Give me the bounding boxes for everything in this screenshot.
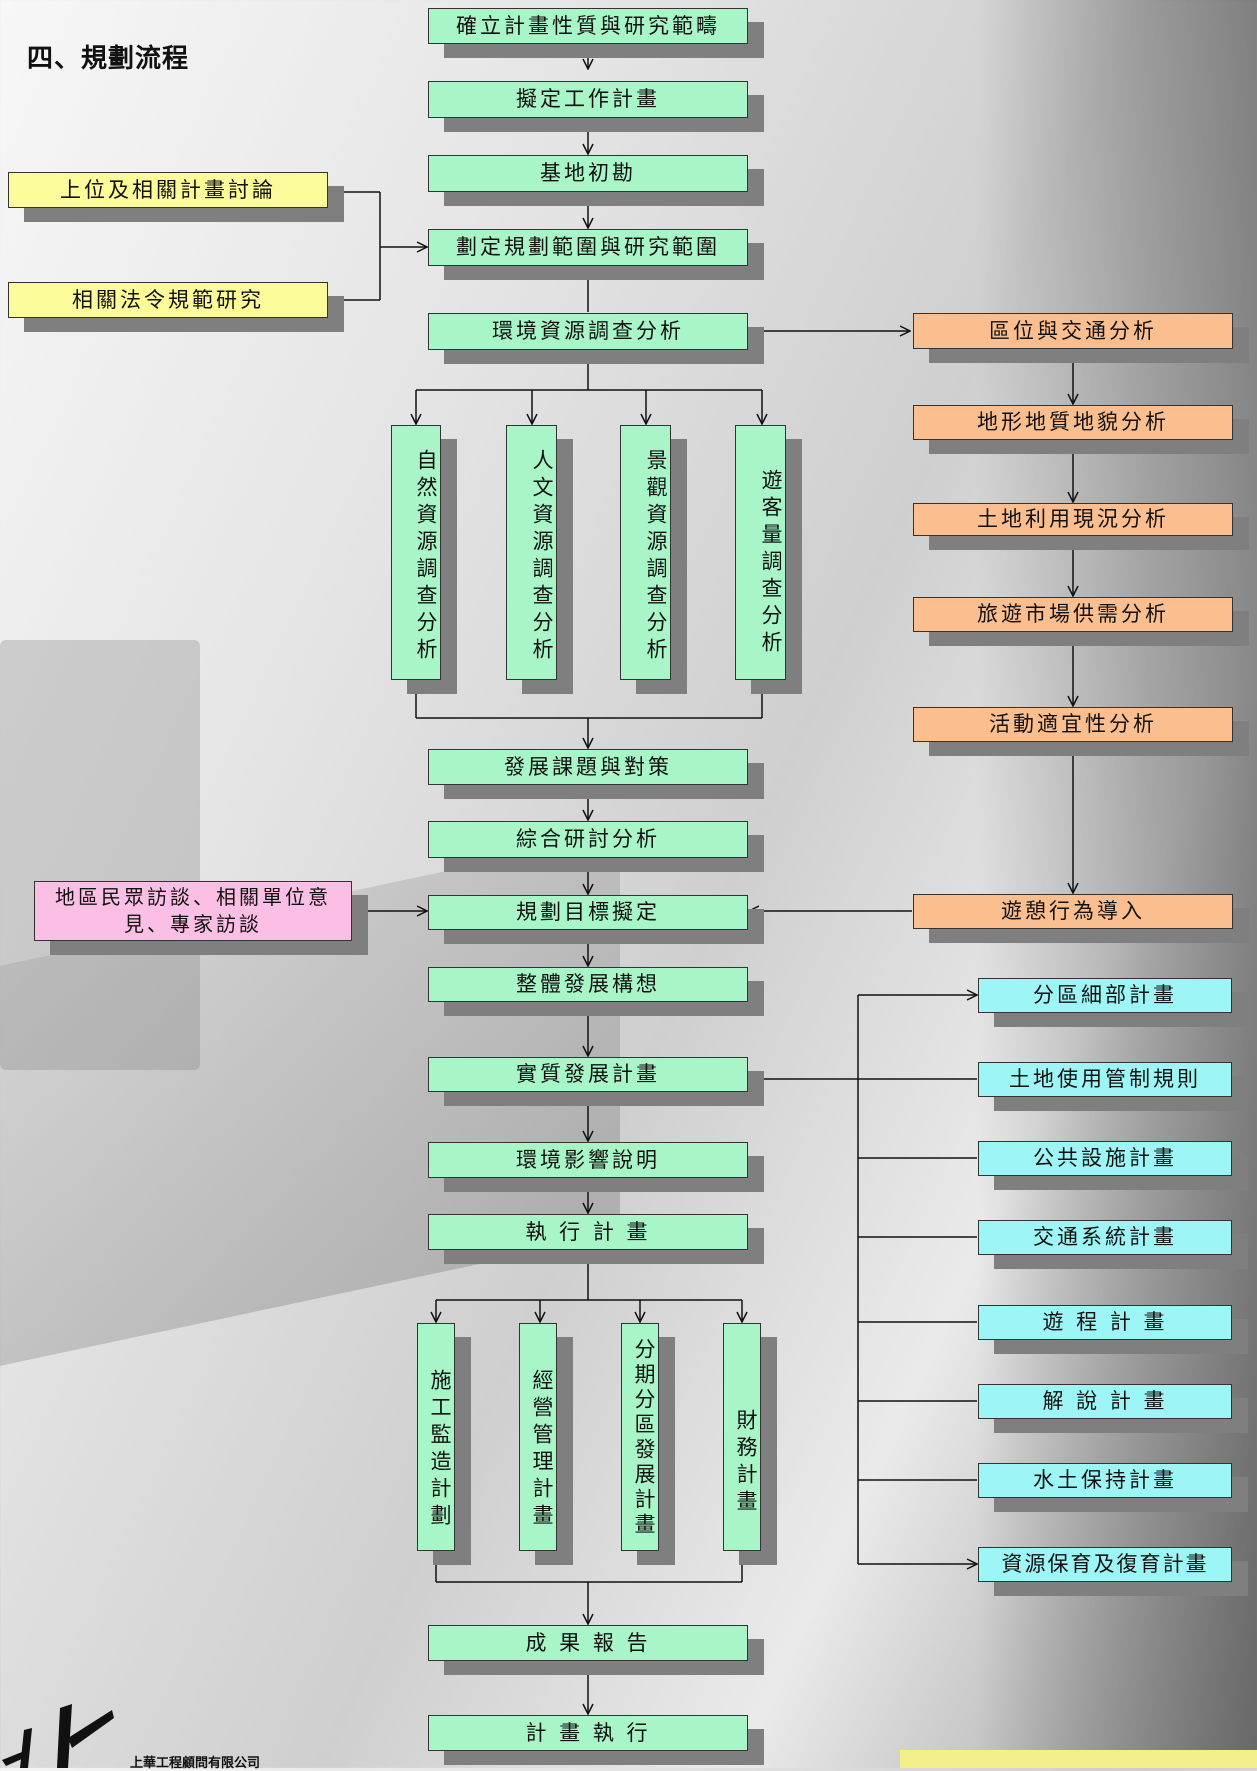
survey-natural-resources: 自然資源調查分析 — [391, 425, 441, 680]
step-implementation-plan: 執 行 計 畫 — [428, 1214, 748, 1250]
analysis-tourism-market: 旅遊市場供需分析 — [913, 597, 1233, 632]
step-final-report: 成 果 報 告 — [428, 1625, 748, 1661]
plan-land-use-control: 土地使用管制規則 — [978, 1062, 1232, 1097]
step-comprehensive-analysis: 綜合研討分析 — [428, 821, 748, 858]
company-name: 上華工程顧問有限公司 — [130, 1756, 261, 1771]
exec-construction-supervision: 施工監造計劃 — [417, 1323, 455, 1551]
step-plan-execution: 計 畫 執 行 — [428, 1715, 748, 1751]
plan-interpretation: 解 說 計 畫 — [978, 1384, 1232, 1419]
plan-public-facilities: 公共設施計畫 — [978, 1141, 1232, 1176]
survey-visitor-volume: 遊客量調查分析 — [735, 425, 786, 680]
step-issues-strategies: 發展課題與對策 — [428, 749, 748, 785]
step-work-plan: 擬定工作計畫 — [428, 81, 748, 118]
analysis-recreation-behavior: 遊憩行為導入 — [913, 894, 1233, 929]
step-environmental-impact: 環境影響說明 — [428, 1142, 748, 1178]
step-overall-concept: 整體發展構想 — [428, 967, 748, 1002]
step-define-scope: 劃定規劃範圍與研究範圍 — [428, 229, 748, 266]
page-title: 四、規劃流程 — [27, 44, 190, 74]
analysis-terrain-geology: 地形地質地貌分析 — [913, 405, 1233, 440]
analysis-activity-suitability: 活動適宜性分析 — [913, 707, 1233, 742]
exec-phased-development: 分期分區發展計畫 — [621, 1323, 659, 1551]
exec-financial-plan: 財務計畫 — [723, 1323, 761, 1551]
exec-operation-management: 經營管理計畫 — [519, 1323, 557, 1551]
company-logo — [2, 1704, 114, 1768]
plan-zone-detail: 分區細部計畫 — [978, 978, 1232, 1013]
analysis-land-use: 土地利用現況分析 — [913, 503, 1233, 536]
step-environment-analysis: 環境資源調查分析 — [428, 313, 748, 350]
step-site-survey: 基地初勘 — [428, 155, 748, 192]
background-photo-train — [0, 640, 200, 1070]
survey-landscape-resources: 景觀資源調查分析 — [620, 425, 671, 680]
footer-strip — [900, 1750, 1257, 1768]
input-upper-plans: 上位及相關計畫討論 — [8, 172, 328, 208]
input-public-opinion: 地區民眾訪談、相關單位意見、專家訪談 — [34, 881, 352, 941]
step-define-nature: 確立計畫性質與研究範疇 — [428, 8, 748, 44]
input-regulations: 相關法令規範研究 — [8, 282, 328, 318]
analysis-location-traffic: 區位與交通分析 — [913, 313, 1233, 349]
plan-itinerary: 遊 程 計 畫 — [978, 1305, 1232, 1340]
step-physical-plan: 實質發展計畫 — [428, 1057, 748, 1092]
plan-soil-water-conservation: 水土保持計畫 — [978, 1463, 1232, 1498]
survey-cultural-resources: 人文資源調查分析 — [506, 425, 557, 680]
plan-resource-conservation: 資源保育及復育計畫 — [978, 1547, 1232, 1582]
step-planning-goals: 規劃目標擬定 — [428, 895, 748, 930]
plan-transport-system: 交通系統計畫 — [978, 1220, 1232, 1255]
